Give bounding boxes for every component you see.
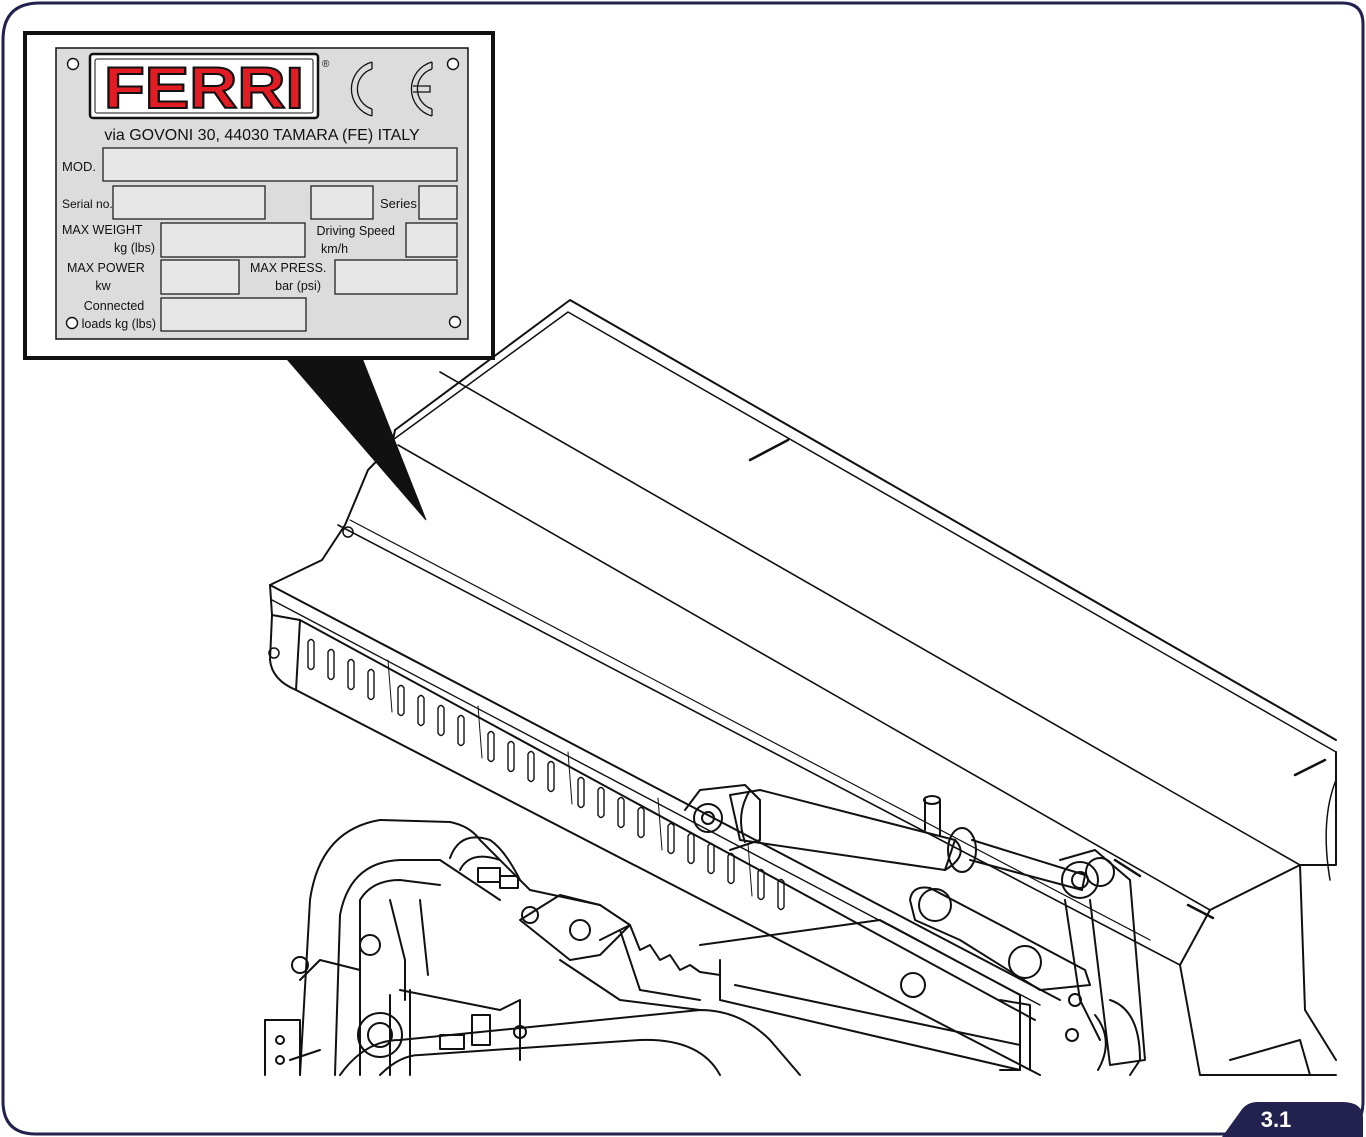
label-model: MOD. [62, 159, 96, 174]
pivot-arm [1059, 849, 1146, 1071]
front-loop-bar [264, 819, 801, 1076]
mounting-hole [448, 315, 462, 329]
field-max-power [160, 259, 240, 295]
figure-number: 3.1 [1260, 1106, 1292, 1132]
mounting-hole [446, 57, 460, 71]
hood-front-face [269, 584, 1036, 1021]
label-connected: Connected [84, 299, 145, 313]
field-series [418, 185, 458, 220]
nameplate: FERRI ® via GOVONI 30, 44030 TAMARA (FE)… [23, 31, 495, 360]
label-connected-unit: loads kg (lbs) [82, 317, 156, 331]
field-connected-loads [160, 297, 307, 332]
label-serial: Serial no. [62, 197, 113, 211]
hydraulic-cylinder [684, 784, 1086, 891]
mower-drawing [264, 299, 1337, 1076]
figure-number-tab [1222, 1102, 1363, 1137]
comb-bracket [519, 894, 721, 1011]
field-serial-extra [310, 185, 374, 220]
ce-mark [350, 61, 433, 117]
vent-slots [307, 638, 785, 911]
field-model [102, 147, 458, 182]
label-max-press: MAX PRESS. [250, 261, 326, 275]
label-max-weight: MAX WEIGHT [62, 223, 143, 237]
brand-logo-box [88, 52, 320, 120]
label-driving-speed-unit: km/h [321, 242, 348, 256]
field-serial [112, 185, 266, 220]
label-max-press-unit: bar (psi) [275, 279, 321, 293]
brand-logo: FERRI [104, 56, 304, 121]
hose-fittings [389, 836, 527, 1076]
label-max-weight-unit: kg (lbs) [114, 241, 155, 255]
manufacturer-address: via GOVONI 30, 44030 TAMARA (FE) ITALY [104, 127, 420, 144]
mounting-hole [65, 316, 79, 330]
registered-mark: ® [322, 59, 330, 70]
mounting-hole [66, 57, 80, 71]
field-max-press [334, 259, 458, 295]
label-driving-speed: Driving Speed [316, 224, 395, 238]
field-driving-speed [405, 222, 458, 258]
label-max-power-unit: kw [95, 279, 111, 293]
frame-beams [699, 886, 1091, 1071]
field-max-weight [160, 222, 306, 258]
callout-pointer [284, 357, 427, 521]
hood-top [394, 299, 1337, 741]
label-series: Series [380, 196, 417, 211]
label-max-power: MAX POWER [67, 261, 145, 275]
